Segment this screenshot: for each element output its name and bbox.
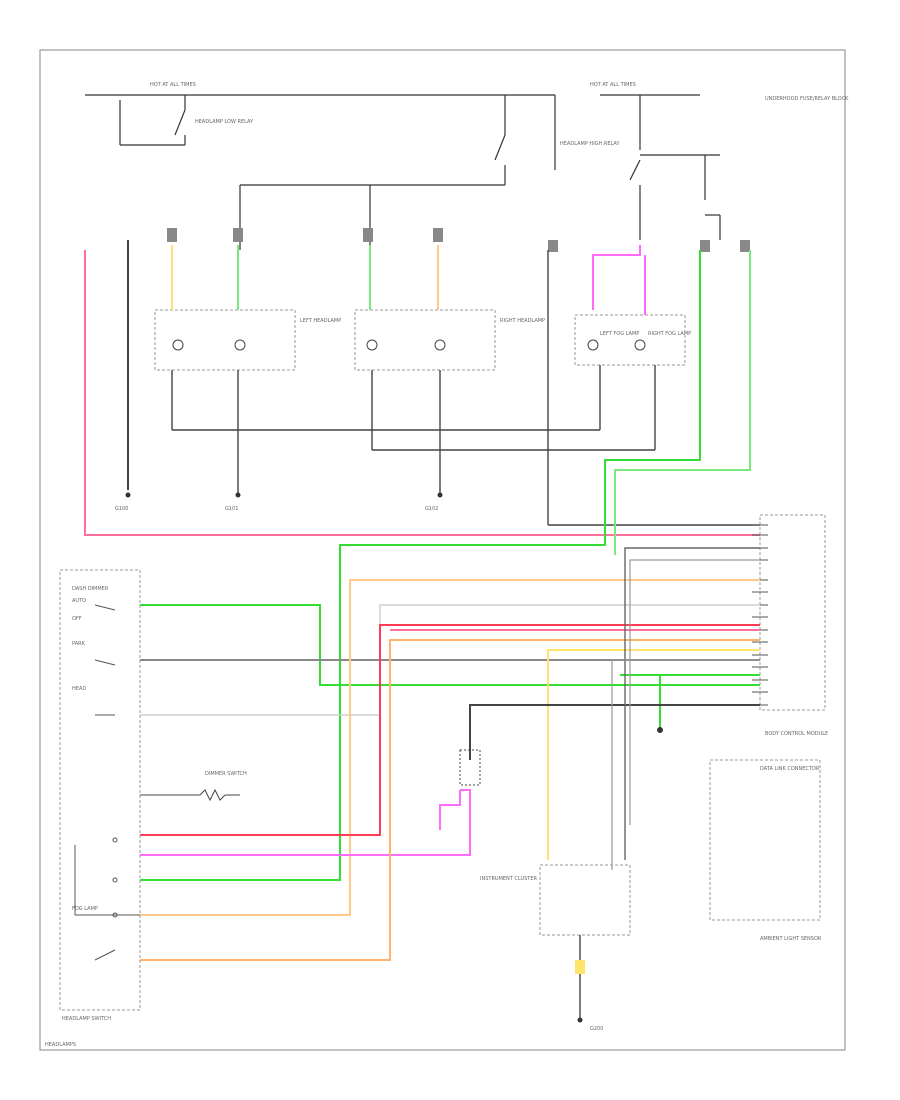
- cluster-fuse-marker: [575, 960, 585, 974]
- label-relay-low: HEADLAMP LOW RELAY: [195, 119, 254, 125]
- bcm-connector: [759, 514, 826, 711]
- label-fog-right: RIGHT FOG LAMP: [648, 331, 691, 337]
- ground-bus-wires: [171, 250, 760, 526]
- label-ground-g100: G100: [115, 506, 128, 512]
- headlamp-switch-box: [59, 569, 141, 1011]
- label-headlamp-switch: HEADLAMP SWITCH: [62, 1016, 111, 1022]
- label-park: PARK: [72, 641, 86, 647]
- label-data-link: DATA LINK CONNECTOR: [760, 766, 820, 772]
- label-ambient-sensor: AMBIENT LIGHT SENSOR: [760, 936, 822, 942]
- label-corner: HEADLAMPS: [45, 1042, 76, 1048]
- ground-symbols: [125, 492, 583, 1023]
- label-right-headlamp: RIGHT HEADLAMP: [500, 318, 545, 324]
- fuse-markers: [167, 228, 750, 252]
- label-hot-right: HOT AT ALL TIMES: [590, 82, 636, 88]
- instrument-cluster-box: [539, 864, 631, 936]
- label-dash-dimmer: DASH DIMMER: [72, 586, 109, 592]
- label-fuse-block: UNDERHOOD FUSE/RELAY BLOCK: [765, 96, 849, 102]
- right-headlamp-box: [354, 309, 496, 371]
- label-relay-high: HEADLAMP HIGH RELAY: [560, 141, 620, 147]
- lamp-feed-wires: [127, 240, 646, 490]
- fog-relay: [459, 749, 481, 786]
- label-auto: AUTO: [72, 598, 86, 604]
- label-off: OFF: [72, 616, 82, 622]
- power-feed-section: [85, 94, 721, 250]
- label-ground-g102: G102: [425, 506, 438, 512]
- label-hot-left: HOT AT ALL TIMES: [150, 82, 196, 88]
- ambient-sensor-box: [709, 759, 821, 921]
- label-dimmer-switch: DIMMER SWITCH: [205, 771, 247, 777]
- label-fog-left: LEFT FOG LAMP: [600, 331, 639, 337]
- left-headlamp-box: [154, 309, 296, 371]
- diagram-border: [39, 49, 846, 1051]
- label-fog-lamp: FOG LAMP: [72, 906, 98, 912]
- label-ground-g101: G101: [225, 506, 238, 512]
- connector-dot: [657, 727, 663, 733]
- switch-contacts: [74, 604, 140, 961]
- switch-to-bcm-wires: [140, 250, 760, 961]
- label-head: HEAD: [72, 686, 86, 692]
- label-ground-g200: G200: [590, 1026, 603, 1032]
- label-bcm: BODY CONTROL MODULE: [765, 731, 828, 737]
- label-instrument-cluster: INSTRUMENT CLUSTER: [480, 876, 538, 882]
- lamp-bulbs: [172, 339, 646, 351]
- dimmer-resistor: [140, 788, 240, 802]
- pink-feed-wire: [84, 250, 760, 536]
- fog-lamp-box: [574, 314, 686, 366]
- label-left-headlamp: LEFT HEADLAMP: [300, 318, 341, 324]
